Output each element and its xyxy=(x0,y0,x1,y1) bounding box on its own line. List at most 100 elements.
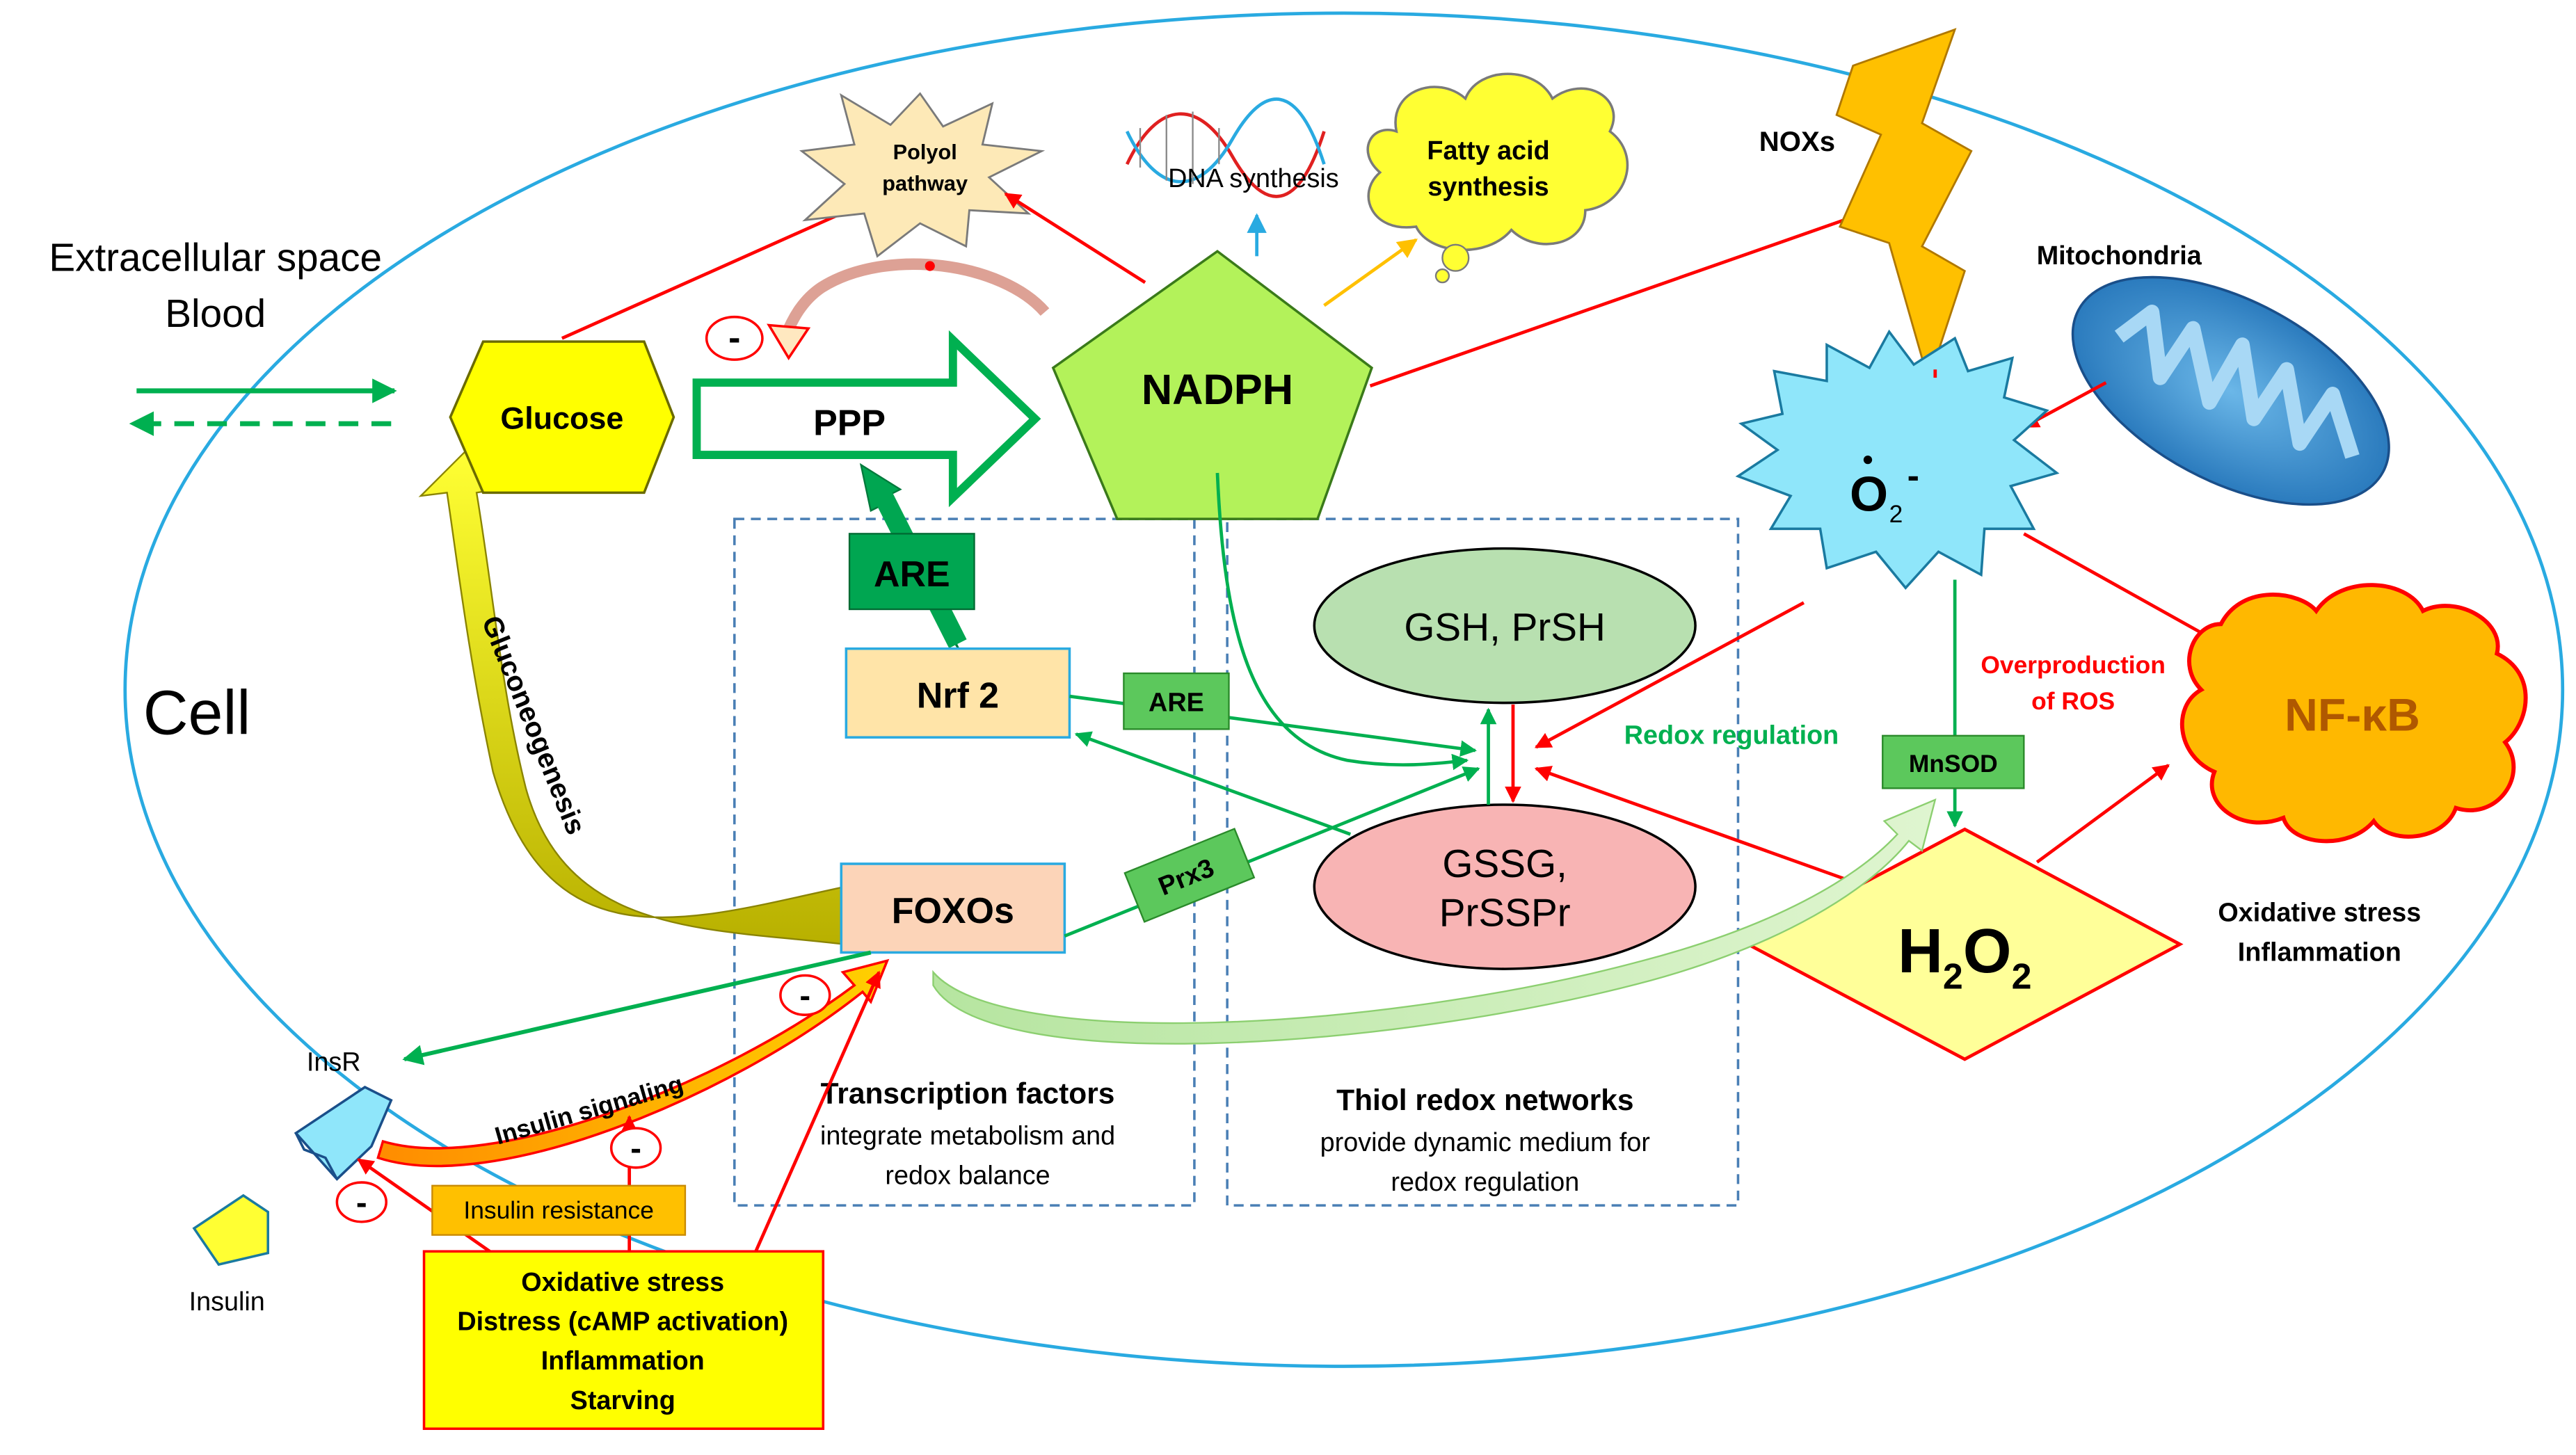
h2o2-gssg-arrow xyxy=(1534,766,1854,884)
transcription-factors-desc-2: redox balance xyxy=(885,1161,1050,1190)
mnsod-label: MnSOD xyxy=(1909,750,1998,778)
oxidative-stress-label: Oxidative stress xyxy=(2218,899,2421,928)
insulin-signaling-arrow xyxy=(376,958,890,1168)
fatty-acid-label-2: synthesis xyxy=(1427,172,1549,202)
glucose-polyol-arrow xyxy=(561,198,872,340)
mitochondria-label: Mitochondria xyxy=(2037,241,2202,271)
minus-sign-insr xyxy=(335,1181,387,1223)
h2o2-nfkb-arrow xyxy=(2035,764,2170,864)
h2o2-label: H2O2 xyxy=(1898,917,2031,997)
superoxide-nfkb-arrow xyxy=(2023,532,2223,645)
noxs-label: NOXs xyxy=(1759,126,1835,157)
ppp-label: PPP xyxy=(813,403,886,444)
foxos-insr-arrow xyxy=(402,950,872,1066)
thiol-networks-desc-2: redox regulation xyxy=(1391,1168,1579,1197)
nadph-label: NADPH xyxy=(1142,366,1293,414)
prx3-badge xyxy=(1123,828,1256,923)
minus-sign-ppp-text: - xyxy=(728,318,740,358)
transcription-factors-panel xyxy=(733,517,1196,1207)
thiol-networks-title: Thiol redox networks xyxy=(1336,1084,1633,1117)
stress-line-3: Inflammation xyxy=(541,1347,705,1376)
polyol-pathway-node xyxy=(799,92,1046,258)
nfkb-label: NF-κB xyxy=(2285,690,2420,741)
stress-insr-arrow xyxy=(357,1158,491,1253)
minus-sign-foxos-text: - xyxy=(799,977,810,1014)
overproduction-label-1: Overproduction xyxy=(1981,651,2166,679)
transcription-factors-desc-1: integrate metabolism and xyxy=(820,1122,1115,1151)
gsh-node xyxy=(1313,547,1697,705)
are-top-label: ARE xyxy=(874,554,950,595)
are-mid-badge xyxy=(1123,672,1230,730)
fatty-acid-label-1: Fatty acid xyxy=(1427,136,1549,166)
superoxide-gsh-arrow xyxy=(1534,601,1805,749)
foxos-h2o2-arrow xyxy=(932,798,1937,1045)
extracellular-space-label: Extracellular space xyxy=(49,236,382,280)
inflammation-label: Inflammation xyxy=(2238,938,2401,967)
nadph-node xyxy=(1051,250,1374,520)
glucose-label: Glucose xyxy=(500,400,623,435)
dna-helix-icon xyxy=(1125,97,1326,198)
gsh-label: GSH, PrSH xyxy=(1404,606,1606,650)
transcription-factors-title: Transcription factors xyxy=(821,1078,1115,1111)
foxos-node xyxy=(840,862,1066,954)
superoxide-radical-dot xyxy=(1863,455,1873,465)
fatty-acid-bubble-2 xyxy=(1434,268,1450,284)
are-mid-label: ARE xyxy=(1149,688,1204,717)
fatty-acid-bubble-1 xyxy=(1441,243,1470,272)
stress-conditions-box xyxy=(422,1250,825,1430)
insulin-label: Insulin xyxy=(189,1287,265,1317)
nadph-ppp-feedback-arrowhead xyxy=(767,323,811,361)
fatty-acid-cloud xyxy=(1366,72,1629,251)
minus-sign-foxos xyxy=(779,974,831,1016)
gssg-label-2: PrSSPr xyxy=(1439,892,1571,935)
stress-line-4: Starving xyxy=(570,1386,675,1415)
insulin-icon xyxy=(192,1193,269,1267)
nrf2-label: Nrf 2 xyxy=(917,676,999,716)
superoxide-node xyxy=(1735,329,2060,590)
mnsod-badge xyxy=(1882,734,2025,789)
glucose-node xyxy=(449,340,675,495)
minus-sign-ppp xyxy=(705,315,764,361)
feedback-diamond-dot xyxy=(925,261,935,271)
foxos-thiol-arrow xyxy=(1064,766,1480,938)
noxs-lightning-icon xyxy=(1835,28,1973,385)
gssg-nrf2-arrow xyxy=(1074,731,1352,836)
insr-body xyxy=(294,1132,338,1180)
nadph-ppp-feedback-arrow xyxy=(780,258,1050,339)
are-top-badge xyxy=(848,533,975,611)
stress-foxos-arrow xyxy=(754,970,881,1253)
gssg-label-1: GSSG, xyxy=(1442,842,1567,886)
mitochondria-icon xyxy=(2071,275,2390,506)
nfkb-node xyxy=(2179,583,2528,844)
polyol-label-1: Polyol xyxy=(893,140,957,164)
nadph-noxs-arrow xyxy=(1369,210,1865,388)
stress-line-2: Distress (cAMP activation) xyxy=(457,1308,788,1337)
gluconeogenesis-arrow xyxy=(418,450,846,946)
foxos-label: FOXOs xyxy=(892,891,1014,931)
blood-label: Blood xyxy=(165,292,266,336)
minus-sign-signaling xyxy=(609,1127,662,1169)
redox-regulation-label: Redox regulation xyxy=(1624,721,1839,750)
nadph-polyol-arrow xyxy=(1004,192,1146,284)
insr-icon xyxy=(294,1086,393,1181)
thiol-redox-panel xyxy=(1226,517,1740,1207)
superoxide-superscript: - xyxy=(1907,456,1919,496)
insulin-resistance-label: Insulin resistance xyxy=(463,1196,654,1224)
insulin-resistance-badge xyxy=(431,1184,687,1236)
ppp-arrow xyxy=(692,330,1041,508)
gssg-node xyxy=(1313,803,1697,970)
cell-label: Cell xyxy=(143,678,251,748)
mitochondria-cristae xyxy=(2114,304,2360,459)
dna-synthesis-label: DNA synthesis xyxy=(1168,164,1339,193)
stress-line-1: Oxidative stress xyxy=(521,1268,724,1297)
insr-label: InsR xyxy=(307,1047,361,1077)
polyol-label-2: pathway xyxy=(882,171,968,195)
nrf2-node xyxy=(845,647,1071,739)
nadph-gsh-arrow xyxy=(1215,472,1469,771)
thiol-networks-desc-1: provide dynamic medium for xyxy=(1320,1128,1650,1157)
superoxide-label: O xyxy=(1850,467,1888,522)
nadph-fatty-acid-arrow xyxy=(1323,238,1418,307)
cell-membrane xyxy=(123,11,2565,1368)
minus-sign-insr-text: - xyxy=(356,1184,367,1221)
